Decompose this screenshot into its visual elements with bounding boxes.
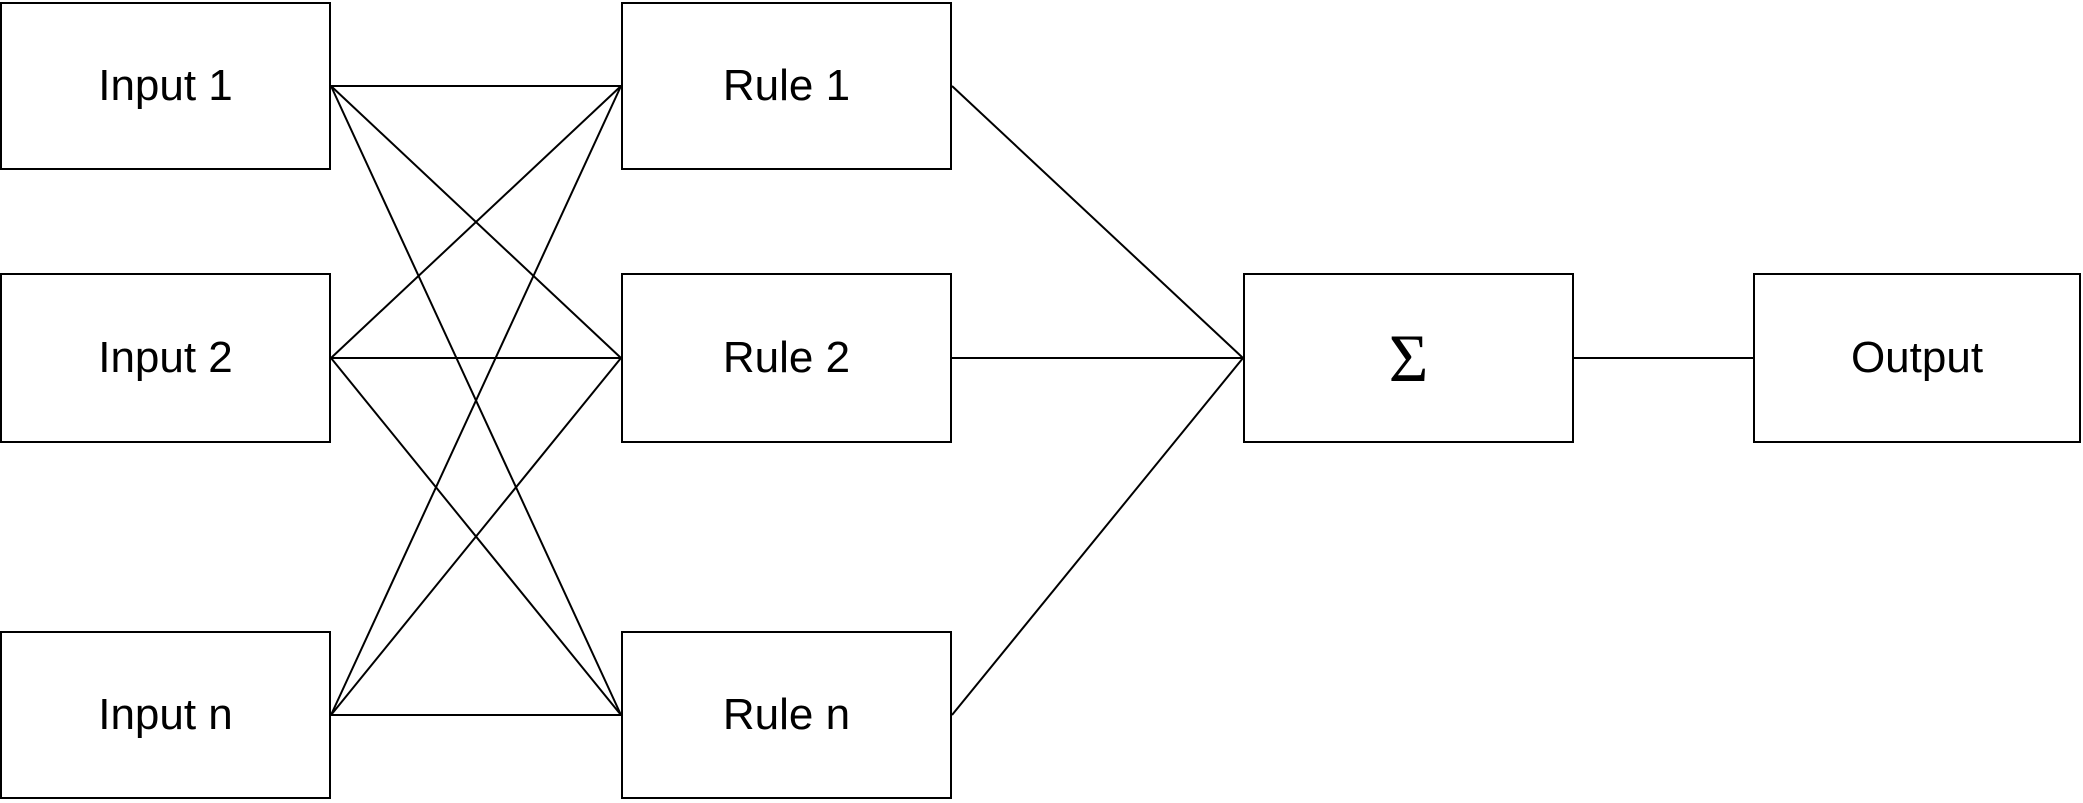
edge-rule-1-to-sum: [951, 85, 1244, 359]
edge-input-n-to-rule-2: [330, 357, 622, 716]
node-label-output: Output: [1850, 333, 1984, 382]
edge-rule-n-to-sum: [951, 357, 1244, 716]
node-rule-2: Rule 2: [621, 273, 952, 443]
node-input-1: Input 1: [0, 2, 331, 170]
node-output: Output: [1753, 273, 2081, 443]
edge-input-n-to-rule-1: [330, 85, 622, 716]
node-input-2: Input 2: [0, 273, 331, 443]
node-label-rule-1: Rule 1: [722, 61, 851, 110]
node-label-rule-n: Rule n: [722, 690, 851, 739]
node-label-rule-2: Rule 2: [722, 333, 851, 382]
node-label-input-2: Input 2: [98, 333, 233, 382]
node-label-sum: Σ: [1388, 320, 1429, 396]
node-rule-n: Rule n: [621, 631, 952, 799]
node-sum: Σ: [1243, 273, 1574, 443]
node-label-input-n: Input n: [98, 690, 233, 739]
node-rule-1: Rule 1: [621, 2, 952, 170]
node-input-n: Input n: [0, 631, 331, 799]
node-label-input-1: Input 1: [98, 61, 233, 110]
edge-input-2-to-rule-1: [330, 85, 622, 359]
